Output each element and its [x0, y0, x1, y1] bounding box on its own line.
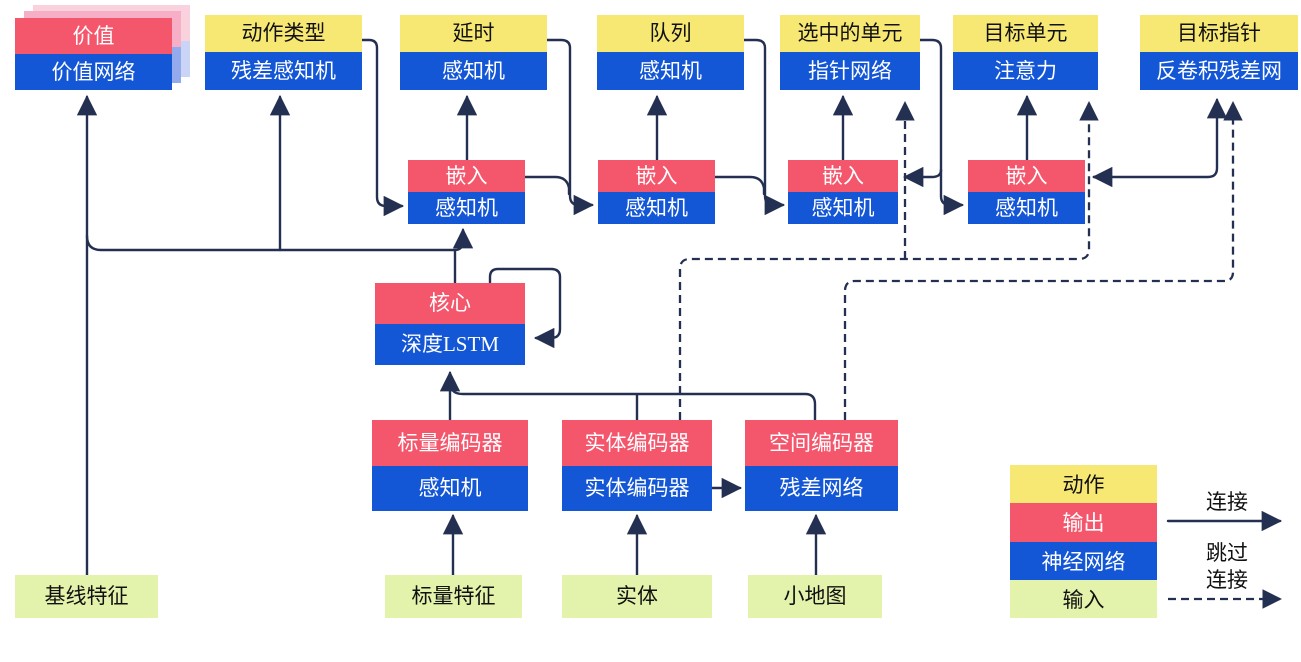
node-embed3: 嵌入 感知机 — [788, 160, 898, 224]
legend-color-key: 动作 输出 神经网络 输入 — [1010, 465, 1157, 618]
node-target-pointer-network: 反卷积残差网 — [1140, 52, 1298, 90]
node-delay-network: 感知机 — [400, 52, 547, 90]
node-selected-units: 选中的单元 指针网络 — [780, 15, 920, 90]
node-delay: 延时 感知机 — [400, 15, 547, 90]
node-embed2-output: 嵌入 — [598, 160, 715, 192]
node-target-unit: 目标单元 注意力 — [953, 15, 1098, 90]
node-selected-units-network: 指针网络 — [780, 52, 920, 90]
node-embed1-output: 嵌入 — [408, 160, 525, 192]
node-action-type-action: 动作类型 — [205, 15, 362, 52]
node-embed3-output: 嵌入 — [788, 160, 898, 192]
node-baseline-features: 基线特征 — [15, 575, 158, 618]
legend-input: 输入 — [1010, 579, 1157, 618]
node-entity-encoder: 实体编码器 实体编码器 — [562, 420, 712, 511]
legend-skip-label-line1: 跳过 — [1206, 541, 1248, 565]
legend-skip-label-line2: 连接 — [1206, 568, 1248, 592]
node-entities-label: 实体 — [562, 575, 712, 618]
node-spatial-encoder-output: 空间编码器 — [745, 420, 898, 466]
node-embed2: 嵌入 感知机 — [598, 160, 715, 224]
node-delay-action: 延时 — [400, 15, 547, 52]
node-scalar-encoder-network: 感知机 — [372, 466, 528, 511]
node-minimap-label: 小地图 — [748, 575, 882, 618]
legend-connection-label: 连接 — [1206, 490, 1248, 514]
node-target-pointer-action: 目标指针 — [1140, 15, 1298, 52]
node-minimap: 小地图 — [748, 575, 882, 618]
node-value-network: 价值网络 — [15, 54, 172, 90]
legend-output: 输出 — [1010, 503, 1157, 542]
node-scalar-encoder: 标量编码器 感知机 — [372, 420, 528, 511]
node-target-unit-action: 目标单元 — [953, 15, 1098, 52]
node-value: 价值 价值网络 — [15, 18, 172, 90]
node-core: 核心 深度LSTM — [375, 283, 525, 365]
node-entity-encoder-network: 实体编码器 — [562, 466, 712, 511]
node-embed4: 嵌入 感知机 — [968, 160, 1085, 224]
node-core-output: 核心 — [375, 283, 525, 324]
legend-neural-network: 神经网络 — [1010, 541, 1157, 580]
node-queue-action: 队列 — [597, 15, 744, 52]
node-queue-network: 感知机 — [597, 52, 744, 90]
node-entities: 实体 — [562, 575, 712, 618]
node-scalar-features-label: 标量特征 — [385, 575, 522, 618]
node-action-type-network: 残差感知机 — [205, 52, 362, 90]
node-spatial-encoder: 空间编码器 残差网络 — [745, 420, 898, 511]
node-action-type: 动作类型 残差感知机 — [205, 15, 362, 90]
node-spatial-encoder-network: 残差网络 — [745, 466, 898, 511]
node-value-output: 价值 — [15, 18, 172, 54]
node-embed4-output: 嵌入 — [968, 160, 1085, 192]
node-baseline-features-label: 基线特征 — [15, 575, 158, 618]
legend-action: 动作 — [1010, 465, 1157, 504]
node-core-network: 深度LSTM — [375, 324, 525, 365]
node-embed3-network: 感知机 — [788, 192, 898, 224]
node-embed1: 嵌入 感知机 — [408, 160, 525, 224]
node-scalar-features: 标量特征 — [385, 575, 522, 618]
node-selected-units-action: 选中的单元 — [780, 15, 920, 52]
node-embed1-network: 感知机 — [408, 192, 525, 224]
node-entity-encoder-output: 实体编码器 — [562, 420, 712, 466]
node-embed4-network: 感知机 — [968, 192, 1085, 224]
node-scalar-encoder-output: 标量编码器 — [372, 420, 528, 466]
node-queue: 队列 感知机 — [597, 15, 744, 90]
node-target-unit-network: 注意力 — [953, 52, 1098, 90]
node-embed2-network: 感知机 — [598, 192, 715, 224]
node-target-pointer: 目标指针 反卷积残差网 — [1140, 15, 1298, 90]
